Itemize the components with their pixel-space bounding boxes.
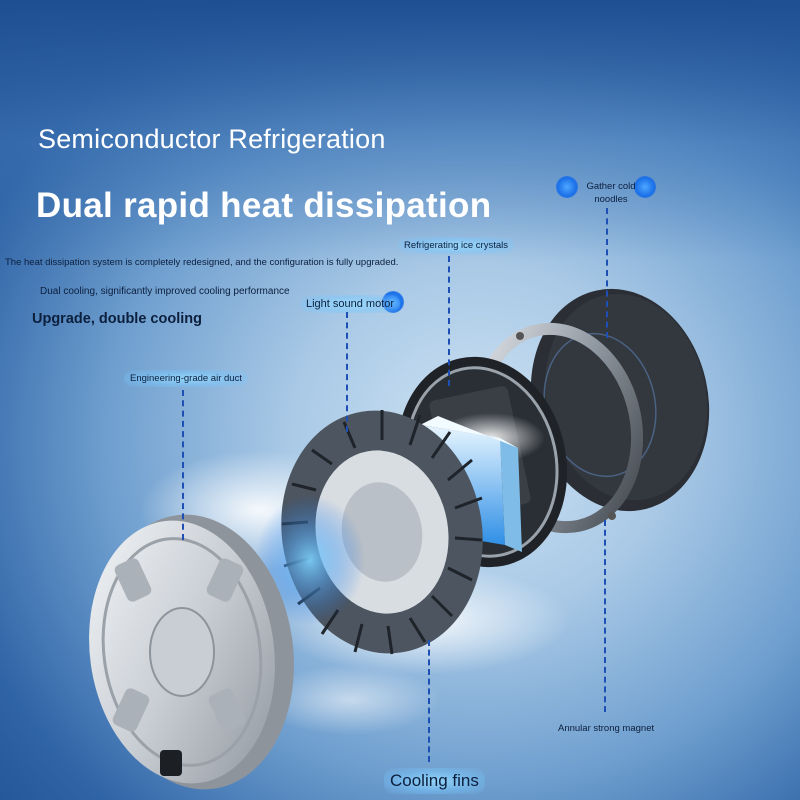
leader-line-ice (448, 256, 450, 386)
leader-line-fins (428, 640, 430, 762)
leader-line-motor (346, 312, 348, 432)
description-line-1: The heat dissipation system is completel… (5, 257, 399, 268)
label-engineering-air-duct: Engineering-grade air duct (124, 370, 248, 387)
page-title: Dual rapid heat dissipation (36, 186, 492, 225)
callout-dot-right (634, 176, 656, 198)
leader-line-magnet (604, 520, 606, 712)
leader-line-gather (606, 208, 608, 338)
label-light-sound-motor: Light sound motor (300, 295, 401, 313)
label-annular-strong-magnet: Annular strong magnet (558, 723, 655, 734)
display-screen (160, 750, 182, 776)
motor-glow (255, 495, 365, 625)
air-duct-cover (89, 514, 294, 790)
label-cooling-fins: Cooling fins (384, 768, 485, 794)
label-refrigerating-ice-crystals: Refrigerating ice crystals (398, 237, 515, 254)
label-gather-cold-noodles: Gather cold noodles (586, 181, 636, 205)
background-shade (0, 0, 800, 260)
leader-line-duct (182, 390, 184, 540)
heading: Semiconductor Refrigeration (38, 124, 386, 154)
description-line-2: Dual cooling, significantly improved coo… (40, 286, 290, 297)
description-line-3: Upgrade, double cooling (32, 311, 202, 327)
callout-dot-left (556, 176, 578, 198)
